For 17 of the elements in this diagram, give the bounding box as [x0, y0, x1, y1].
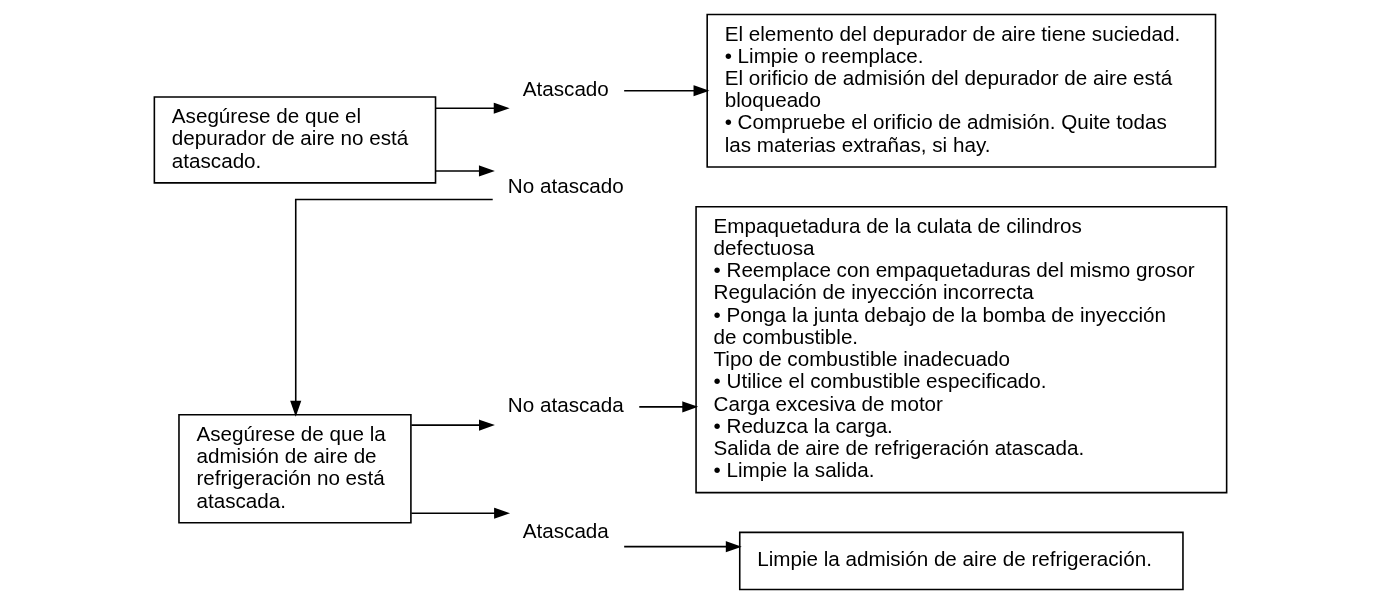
arrow	[434, 102, 510, 114]
arrow	[410, 419, 495, 431]
node-text: No atascado	[507, 174, 624, 198]
arrow	[637, 401, 698, 413]
node-box: Asegúrese de que la admisión de aire de refrigeración no está atascada.	[177, 414, 412, 524]
node-box: El elemento del depurador de aire tiene suciedad. • Limpie o reemplace. El orificio de admisión del depurador de aire está bloqueado • Compruebe el orificio de admisión. Quite todas las materias extrañas, si hay.	[705, 13, 1216, 168]
arrow	[410, 507, 510, 519]
node-text: Atascada	[522, 518, 609, 542]
arrow	[622, 85, 709, 97]
node-box: Limpie la admisión de aire de refrigeración.	[738, 531, 1184, 591]
node-text: No atascada	[507, 393, 624, 417]
arrow	[289, 198, 493, 417]
node-box: Asegúrese de que el depurador de aire no está atascado.	[153, 96, 436, 184]
arrow	[434, 165, 495, 177]
arrow	[622, 541, 742, 553]
node-box: Empaquetadura de la culata de cilindros defectuosa • Reemplace con empaquetaduras del mismo grosor Regulación de inyección incorrecta • Ponga la junta debajo de la bomba de inyección de combustible. Tipo de combustible inadecuado • Utilice el combustible especificado. Carga excesiva de motor • Reduzca la carga. Salida de aire de refrigeración atascada. • Limpie la salida.	[694, 205, 1227, 494]
node-text: Atascado	[522, 77, 609, 101]
